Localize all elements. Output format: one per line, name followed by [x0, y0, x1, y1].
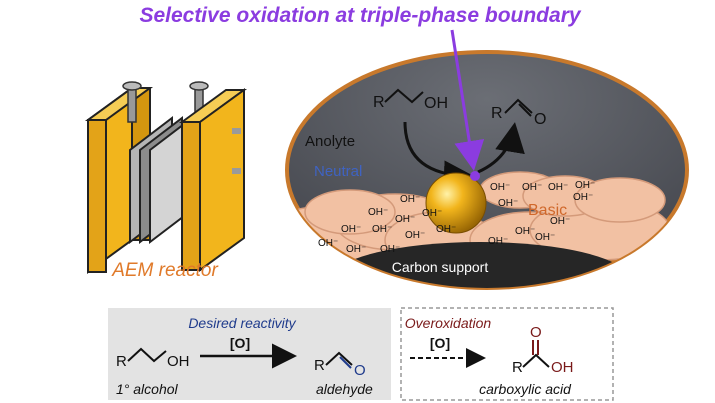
- hydroxide-ion: OH⁻: [422, 208, 442, 219]
- scene-product-aldehyde: R O: [491, 98, 546, 128]
- desired-reactant-oh: OH: [167, 353, 190, 370]
- hydroxide-ion: OH⁻: [436, 224, 456, 235]
- carbon-support-label: Carbon support: [392, 259, 489, 275]
- reactor-front-plate: [178, 88, 248, 272]
- over-title: Overoxidation: [405, 315, 492, 331]
- scene-product-r: R: [491, 105, 503, 122]
- scene-reactant-oh: OH: [424, 95, 448, 112]
- aldehyde-structure: R O: [314, 351, 366, 379]
- title: Selective oxidation at triple-phase boun…: [139, 4, 581, 27]
- hydroxide-ion: OH⁻: [498, 198, 518, 209]
- carboxylic-acid-structure: O OH R: [512, 324, 574, 376]
- hydroxide-ion: OH⁻: [515, 226, 535, 237]
- desired-product-r: R: [314, 357, 325, 374]
- scene-reactant-alcohol: R OH: [373, 88, 448, 112]
- desired-reagent: [O]: [230, 335, 250, 351]
- basic-label: Basic: [528, 202, 567, 219]
- hydroxide-ion: OH⁻: [488, 236, 508, 247]
- hydroxide-ion: OH⁻: [573, 192, 593, 203]
- aem-reactor-illustration: [84, 81, 248, 274]
- hydroxide-ion: OH⁻: [318, 238, 338, 249]
- hydroxide-ions: OH⁻ OH⁻ OH⁻ OH⁻ OH⁻ OH⁻ OH⁻ OH⁻ OH⁻ OH⁻ …: [318, 180, 595, 255]
- triple-phase-point: [470, 171, 480, 181]
- desired-reactivity-panel: Desired reactivity R OH 1° alcohol [O] R…: [108, 308, 391, 400]
- over-reagent: [O]: [430, 335, 450, 351]
- hydroxide-ion: OH⁻: [341, 224, 361, 235]
- hydroxide-ion: OH⁻: [548, 182, 568, 193]
- triple-phase-scene: R OH R O Anolyte Neutral Basic OH⁻ OH⁻ O…: [285, 50, 689, 290]
- scene-product-o: O: [534, 111, 546, 128]
- hydroxide-ion: OH⁻: [372, 224, 392, 235]
- hydroxide-ion: OH⁻: [550, 216, 570, 227]
- hydroxide-ion: OH⁻: [380, 244, 400, 255]
- over-acid-r: R: [512, 359, 523, 376]
- carbon-support: [330, 242, 630, 288]
- overoxidation-panel: Overoxidation [O] O OH R carboxylic acid: [400, 307, 614, 401]
- reactor-label: AEM reactor: [111, 260, 218, 281]
- primary-alcohol-structure: R OH: [116, 347, 190, 370]
- hydroxide-ion: OH⁻: [395, 214, 415, 225]
- desired-reactant-label: 1° alcohol: [116, 381, 179, 397]
- hydroxide-ion: OH⁻: [400, 194, 420, 205]
- scene-reactant-r: R: [373, 94, 385, 111]
- bolt-left: [122, 81, 142, 123]
- arrow-from-catalyst: [477, 122, 525, 174]
- desired-reactant-r: R: [116, 353, 127, 370]
- desired-product-label: aldehyde: [316, 381, 373, 397]
- over-product-label: carboxylic acid: [479, 381, 572, 397]
- over-acid-o: O: [530, 324, 542, 341]
- hydroxide-ion: OH⁻: [575, 180, 595, 191]
- neutral-label: Neutral: [314, 163, 362, 180]
- hydroxide-ion: OH⁻: [405, 230, 425, 241]
- hydroxide-ion: OH⁻: [346, 244, 366, 255]
- desired-product-o: O: [354, 362, 366, 379]
- title-pointer-arrow: [450, 29, 485, 171]
- desired-title: Desired reactivity: [188, 315, 296, 331]
- gold-nanoparticle: [425, 172, 487, 234]
- hydroxide-ion: OH⁻: [522, 182, 542, 193]
- anolyte-label: Anolyte: [305, 133, 355, 150]
- hydroxide-ion: OH⁻: [368, 207, 388, 218]
- hydroxide-ion: OH⁻: [535, 232, 555, 243]
- over-acid-oh: OH: [551, 359, 574, 376]
- hydroxide-ion: OH⁻: [490, 182, 510, 193]
